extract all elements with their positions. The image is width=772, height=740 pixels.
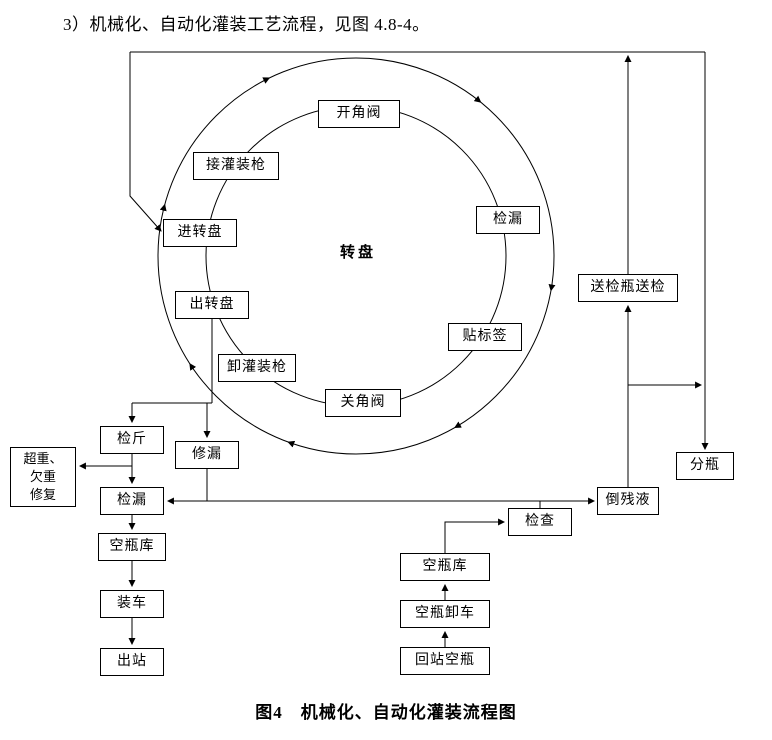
node-apply-label: 贴标签 xyxy=(448,323,522,351)
ring-flow-arrows xyxy=(159,77,556,448)
node-close-angle-valve: 关角阀 xyxy=(325,389,401,417)
node-unload-empty-bottles: 空瓶卸车 xyxy=(400,600,490,628)
node-exit-turntable: 出转盘 xyxy=(175,291,249,319)
node-pour-residual: 倒残液 xyxy=(597,487,659,515)
node-sort-bottles: 分瓶 xyxy=(676,452,734,480)
node-empty-bottle-warehouse-left: 空瓶库 xyxy=(98,533,166,561)
node-attach-filling-gun: 接灌装枪 xyxy=(193,152,279,180)
node-returned-empty-bottles: 回站空瓶 xyxy=(400,647,490,675)
node-leak-test-turntable: 检漏 xyxy=(476,206,540,234)
node-enter-turntable: 进转盘 xyxy=(163,219,237,247)
figure-caption: 图4 机械化、自动化灌装流程图 xyxy=(255,703,517,722)
node-empty-bottle-warehouse-bottom: 空瓶库 xyxy=(400,553,490,581)
turntable-outer-circle xyxy=(157,57,555,455)
node-remove-filling-gun: 卸灌装枪 xyxy=(218,354,296,382)
node-open-angle-valve: 开角阀 xyxy=(318,100,400,128)
node-weigh-check: 检斤 xyxy=(100,426,164,454)
node-load-truck: 装车 xyxy=(100,590,164,618)
node-inspect: 检查 xyxy=(508,508,572,536)
node-exit-station: 出站 xyxy=(100,648,164,676)
section-heading: 3）机械化、自动化灌装工艺流程，见图 4.8-4。 xyxy=(63,15,430,34)
node-repair-leak: 修漏 xyxy=(175,441,239,469)
node-send-bottles-inspection: 送检瓶送检 xyxy=(578,274,678,302)
turntable-label: 转盘 xyxy=(339,245,376,261)
node-leak-test-line: 检漏 xyxy=(100,487,164,515)
node-over-under-weight-repair: 超重、 欠重 修复 xyxy=(10,447,76,507)
connector-lines xyxy=(78,51,709,647)
